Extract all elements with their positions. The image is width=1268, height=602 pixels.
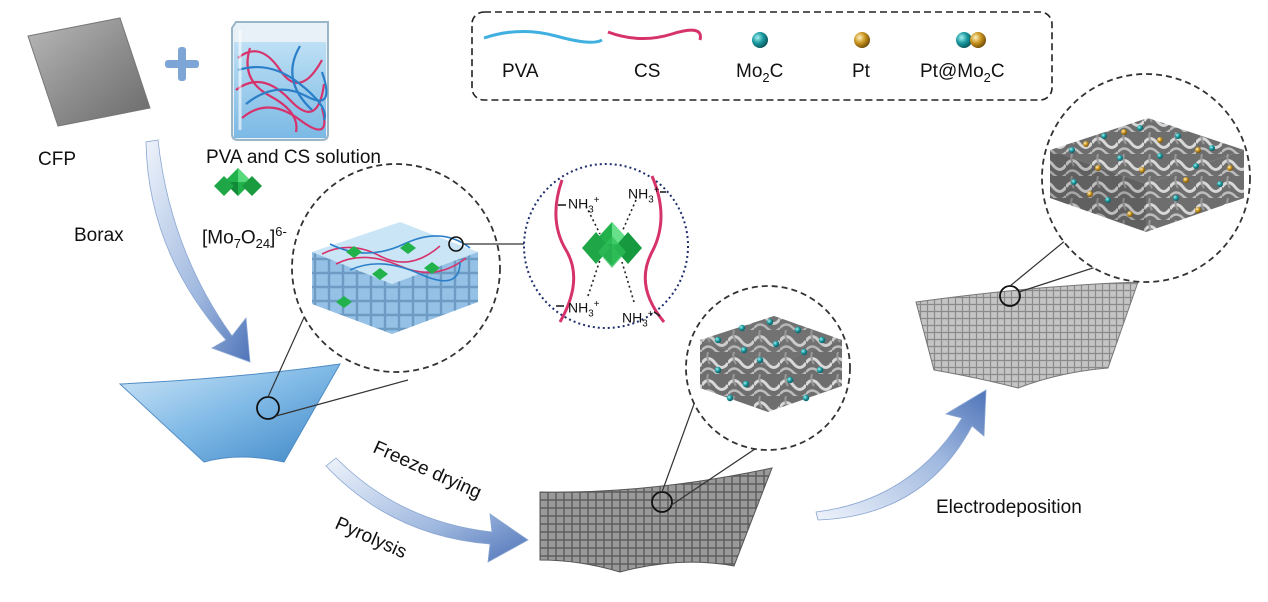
amine-label-bottom-left: NH3+ [568, 300, 599, 319]
cs-chain-right [643, 175, 666, 323]
amine-sup: + [653, 185, 660, 196]
amine-sup: + [593, 299, 600, 310]
legend-mo2c-swatch [752, 32, 768, 48]
legend-cs-swatch [607, 28, 702, 41]
legend-pt-label: Pt [852, 61, 870, 82]
amine-base: NH [628, 185, 649, 202]
mo2c-particles-2 [1069, 125, 1223, 203]
legend-mo2c-sub: 2 [762, 69, 770, 85]
molybdate-end: ] [270, 227, 276, 249]
plus-icon [165, 47, 199, 81]
legend-box [471, 11, 1053, 101]
pyrolysis-arrow [325, 457, 529, 563]
amine-sub: 3 [648, 194, 654, 206]
label-borax: Borax [74, 225, 124, 246]
legend-mo2c-label: Mo2C [736, 62, 783, 85]
ptmo2c-sheet [915, 281, 1139, 389]
amine-sub: 3 [588, 204, 594, 216]
label-electrodeposition: Electrodeposition [936, 497, 1082, 518]
cfp-sheet [27, 17, 151, 127]
amine-base: NH [568, 299, 589, 316]
amine-base: NH [622, 309, 643, 326]
octahedron-icon [214, 168, 262, 196]
label-molybdate: [Mo7O24]6- [202, 224, 287, 252]
octahedron-center [582, 222, 642, 268]
mo2c-particles-1 [714, 318, 826, 402]
pt-particles [1083, 129, 1233, 217]
amine-sub: 3 [642, 318, 648, 330]
amine-sup: + [647, 309, 654, 320]
amine-sup: + [593, 195, 600, 206]
legend-ptmo2c-swatch-mo2c [956, 32, 972, 48]
legend-pva-label: PVA [502, 61, 539, 82]
legend-ptmo2c-tail: C [990, 61, 1005, 82]
molybdate-sup: 6- [275, 224, 287, 239]
molybdate-sub1: 7 [233, 236, 241, 252]
amine-label-bottom-right: NH3+ [622, 310, 653, 329]
electrodeposition-arrow [815, 389, 987, 521]
cs-chain-left [554, 179, 576, 323]
legend-pva-swatch [483, 29, 603, 44]
amine-sub: 3 [588, 308, 594, 320]
mo2c-foam-block [700, 316, 842, 412]
gel-block [312, 222, 478, 334]
legend-ptmo2c-label: Pt@Mo2C [920, 62, 1005, 85]
label-solution: PVA and CS solution [206, 147, 381, 168]
label-cfp: CFP [38, 149, 76, 170]
legend-ptmo2c-sub: 2 [983, 69, 991, 85]
legend-mo2c-base: Mo [736, 61, 763, 82]
hydrogel-sheet [118, 363, 341, 463]
borax-arrow [145, 139, 251, 363]
legend-mo2c-tail: C [769, 61, 784, 82]
legend-ptmo2c-base: Pt@Mo [920, 61, 984, 82]
legend-pt-swatch [854, 32, 870, 48]
legend-ptmo2c-swatch-pt [970, 32, 986, 48]
carbon-sheet [539, 467, 773, 573]
molybdate-mid: O [240, 227, 256, 249]
amine-base: NH [568, 195, 589, 212]
amine-label-top-right: NH3+ [628, 186, 659, 205]
molybdate-base: [Mo [202, 227, 234, 249]
amine-label-top-left: NH3+ [568, 196, 599, 215]
legend-cs-label: CS [634, 61, 661, 82]
ptmo2c-foam-block [1050, 118, 1244, 232]
beaker-icon [231, 21, 329, 141]
molybdate-sub2: 24 [255, 236, 271, 252]
